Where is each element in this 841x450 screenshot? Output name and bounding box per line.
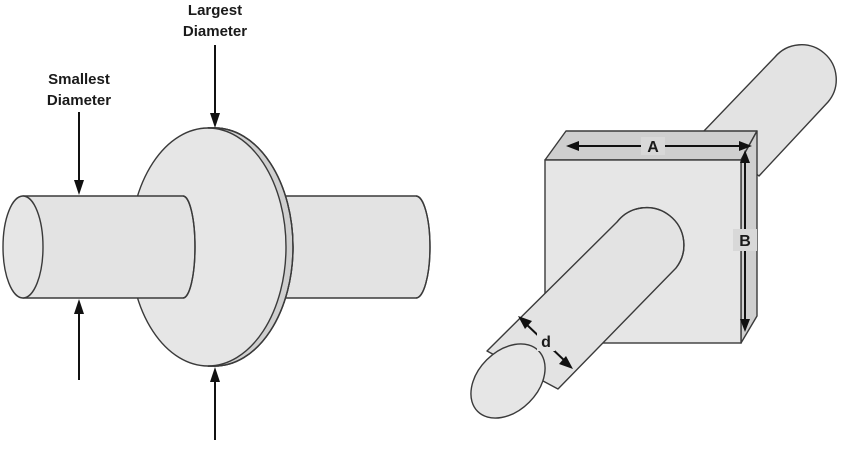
shaft-end-face	[2, 195, 44, 299]
collar	[129, 127, 294, 367]
front-shaft	[470, 206, 685, 419]
largest-diameter-label-line1: Largest	[188, 2, 242, 19]
right-shaft-segment	[279, 195, 431, 299]
dimension-a-label: A	[647, 139, 659, 156]
smallest-diameter-bottom-arrow	[74, 299, 84, 380]
square-block-figure: A B d	[470, 44, 837, 419]
dimension-d-label: d	[541, 334, 551, 351]
dimension-b-label: B	[739, 233, 751, 250]
smallest-diameter-top-arrow	[74, 112, 84, 195]
largest-diameter-top-arrow	[210, 45, 220, 128]
smallest-diameter-label-line2: Diameter	[47, 92, 111, 109]
largest-diameter-bottom-arrow	[210, 367, 220, 440]
smallest-diameter-label-line1: Smallest	[48, 71, 110, 88]
left-shaft-segment	[2, 195, 196, 299]
largest-diameter-label-line2: Diameter	[183, 23, 247, 40]
stepped-shaft-figure: Smallest Diameter Largest Diameter	[2, 2, 431, 440]
